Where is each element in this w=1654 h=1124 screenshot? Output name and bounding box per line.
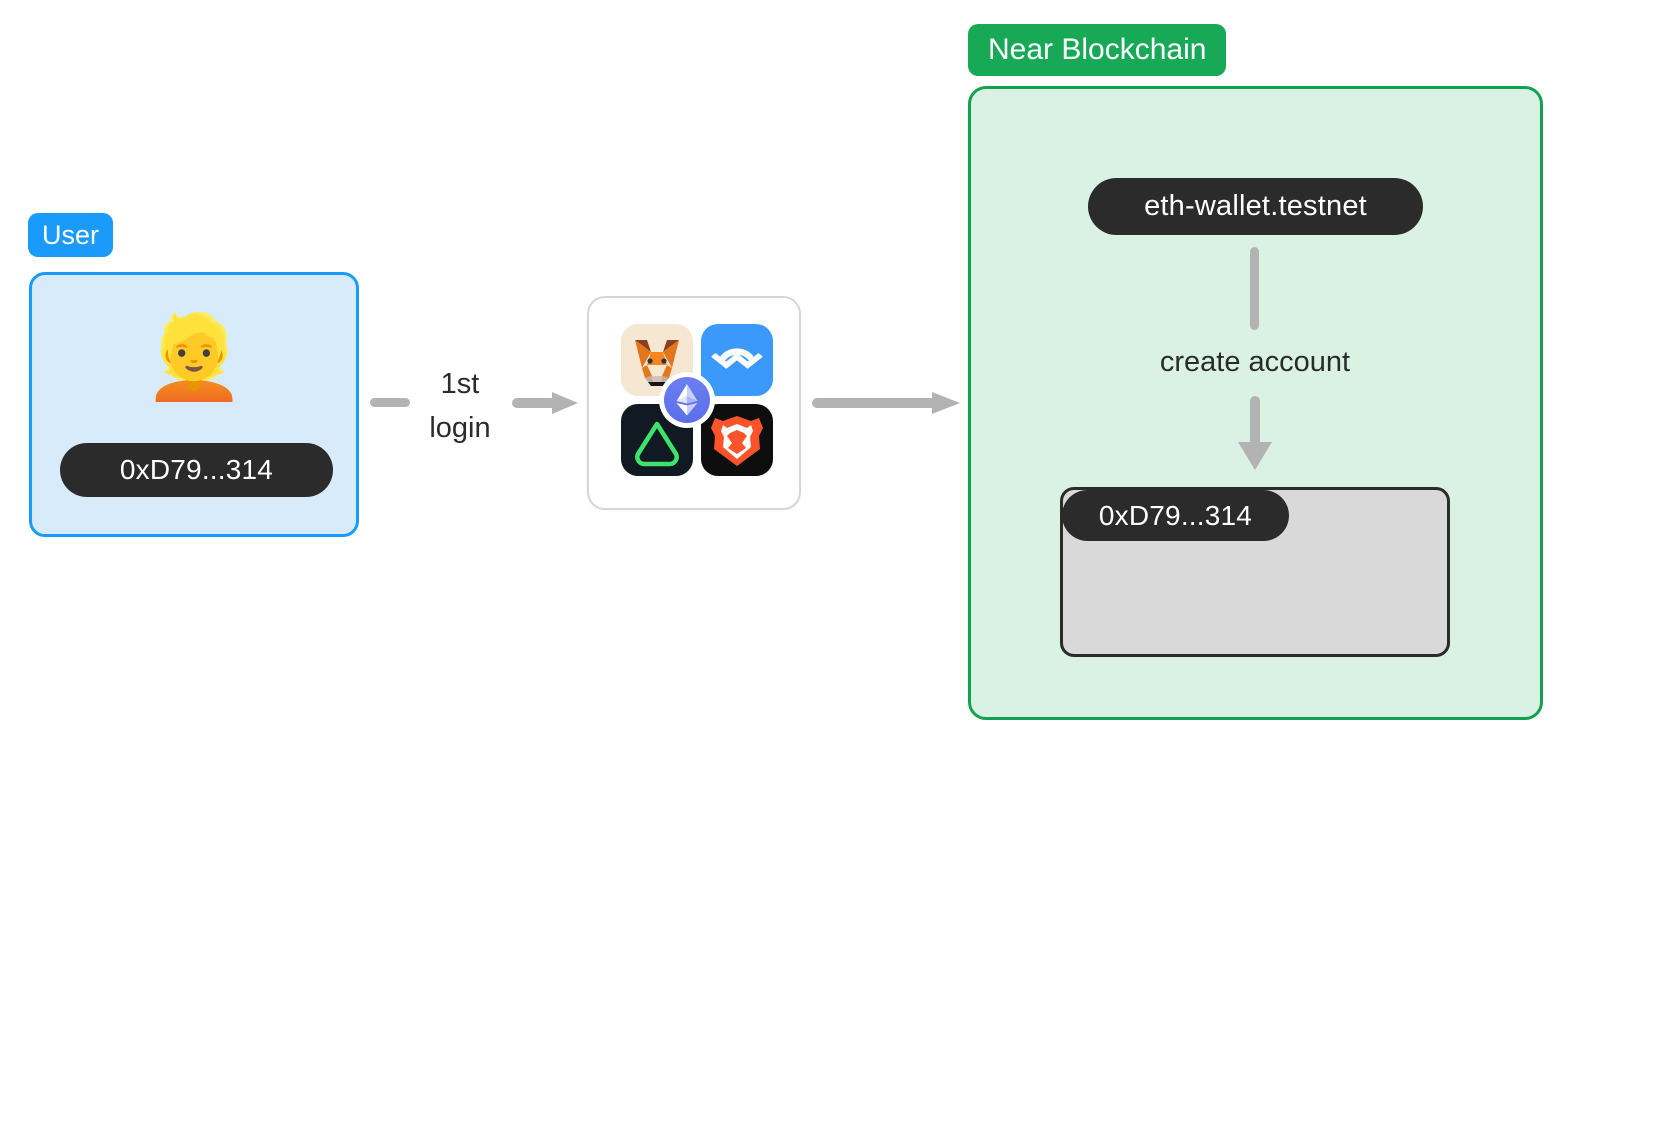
person-blond-emoji-icon: 👱 <box>142 312 246 403</box>
arrow-right-icon <box>812 391 960 415</box>
account-address-label: 0xD79...314 <box>1098 499 1253 531</box>
ethereum-diamond-icon <box>659 372 715 428</box>
chain-account-label: eth-wallet.testnet <box>1144 190 1367 222</box>
walletconnect-icon[interactable] <box>701 324 773 396</box>
login-label-line2: login <box>429 412 491 444</box>
brave-lion-icon[interactable] <box>701 404 773 476</box>
chain-tag: Near Blockchain <box>968 24 1227 76</box>
chain-account-pill: eth-wallet.testnet <box>1088 178 1423 235</box>
login-connector-label: 1st login <box>412 362 508 450</box>
create-account-label: create account <box>1159 346 1351 378</box>
user-box: 👱 0xD79...314 <box>29 272 359 537</box>
user-tag: User <box>28 213 114 257</box>
user-address-pill: 0xD79...314 <box>60 443 333 497</box>
user-tag-label: User <box>42 219 100 250</box>
account-address-pill: 0xD79...314 <box>1062 490 1289 541</box>
line-segment-icon <box>370 398 410 407</box>
chain-tag-label: Near Blockchain <box>988 33 1207 66</box>
vertical-line-icon <box>1250 247 1259 330</box>
wallet-providers-card <box>587 296 801 510</box>
login-label-line1: 1st <box>440 368 480 400</box>
arrow-down-icon <box>1238 396 1272 470</box>
wallet-icon-grid <box>621 324 773 486</box>
user-address-label: 0xD79...314 <box>119 454 274 485</box>
metamask-fox-icon[interactable] <box>621 324 693 396</box>
arrow-right-icon <box>512 392 578 414</box>
